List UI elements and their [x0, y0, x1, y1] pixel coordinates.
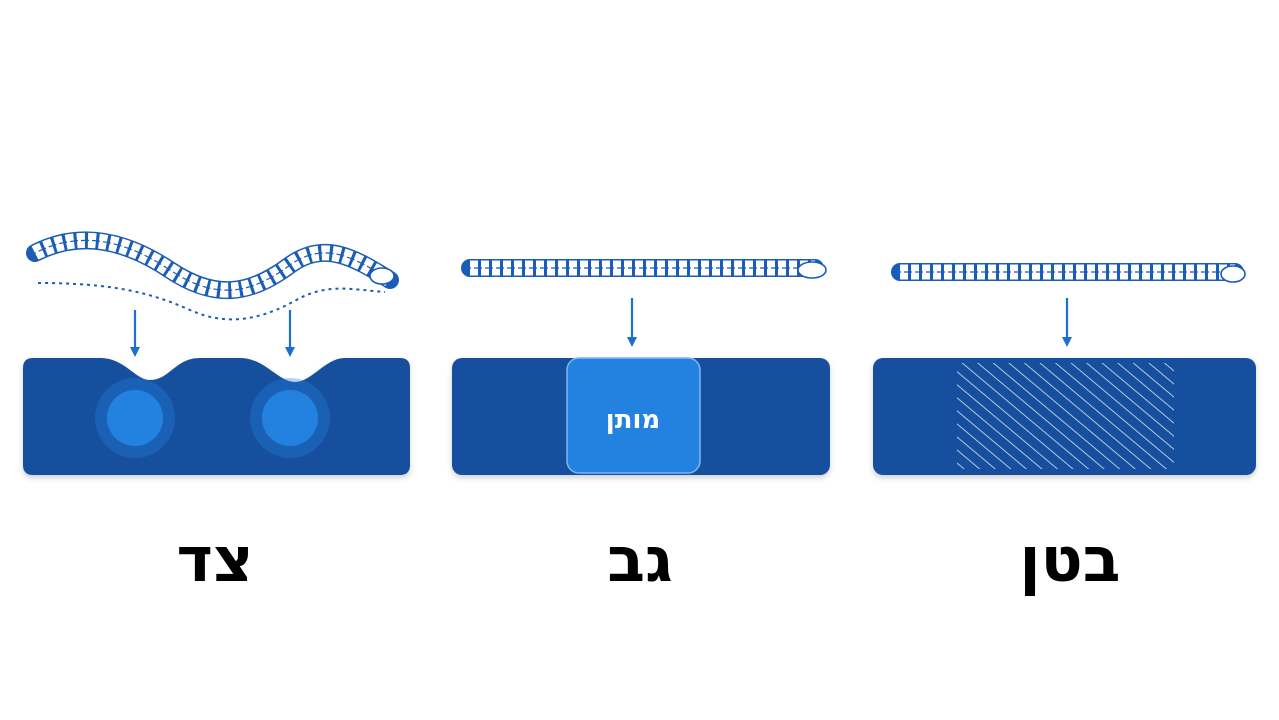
label-stomach: בטן [1019, 523, 1121, 596]
support-zone-icon [250, 378, 330, 458]
panel-stomach [873, 263, 1256, 475]
spine-tail-icon [1220, 265, 1246, 283]
panel-side [23, 231, 410, 475]
lumbar-insert-label: מותן [606, 405, 660, 435]
spine-icon [891, 263, 1246, 283]
spine-icon [26, 231, 399, 299]
label-side: צד [176, 523, 254, 596]
spine-icon [461, 259, 827, 279]
body-contour-line [37, 282, 386, 321]
hatch-pattern-icon [957, 363, 1174, 469]
label-back: גב [607, 523, 673, 596]
spine-tail-icon [797, 261, 827, 279]
lumbar-insert [566, 357, 701, 474]
mattress-side [23, 358, 410, 475]
spine-tail-icon [369, 267, 395, 285]
support-zone-icon [95, 378, 175, 458]
panel-back: מותן [452, 259, 830, 475]
